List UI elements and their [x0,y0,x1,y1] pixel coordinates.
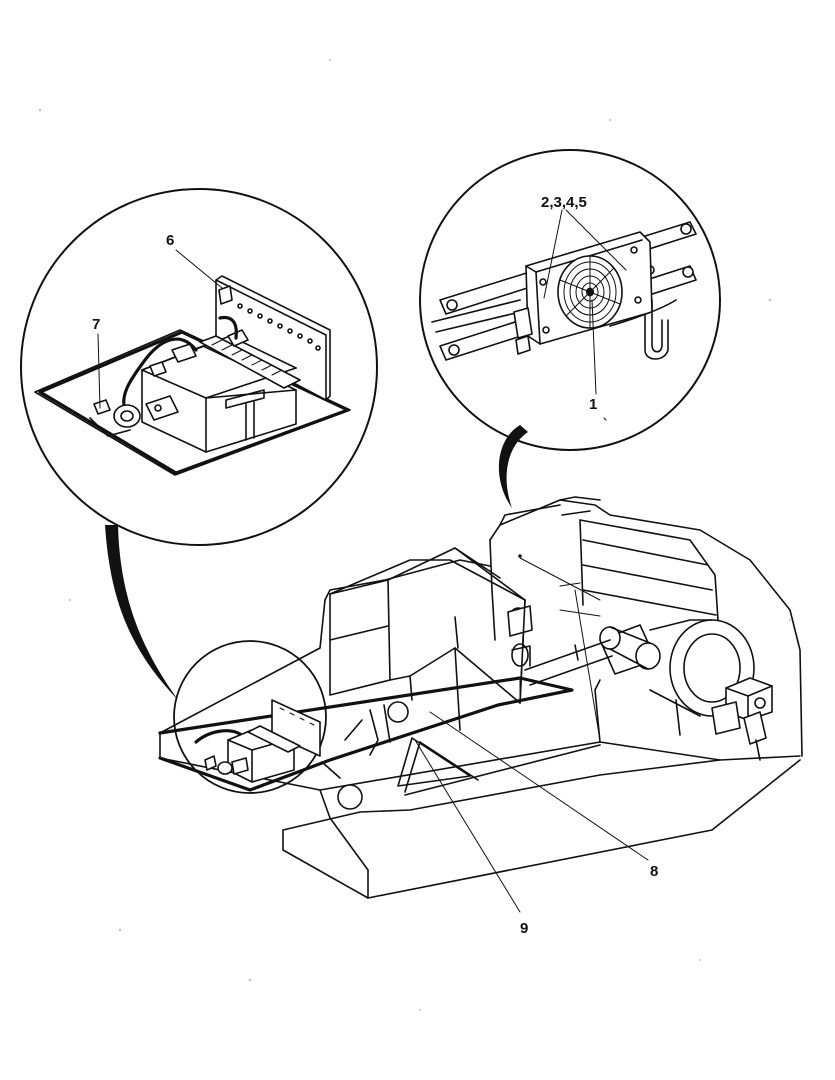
callout-2-3-4-5: 2,3,4,5 [541,194,587,211]
callout-7: 7 [92,316,100,333]
left-pointer-arc [105,525,178,700]
callout-9: 9 [520,920,528,937]
scan-noise [39,59,791,1011]
panel-holes [237,303,321,351]
callout-6: 6 [166,232,174,249]
battery-location-circle [173,640,327,794]
battery-detail-view [20,188,378,546]
right-pointer-arc [498,425,528,508]
callout-1: 1 [589,396,597,413]
callout-leaders [97,249,649,913]
callout-8: 8 [650,863,658,880]
vehicle-body [158,496,803,899]
fan-detail-view [419,149,721,451]
